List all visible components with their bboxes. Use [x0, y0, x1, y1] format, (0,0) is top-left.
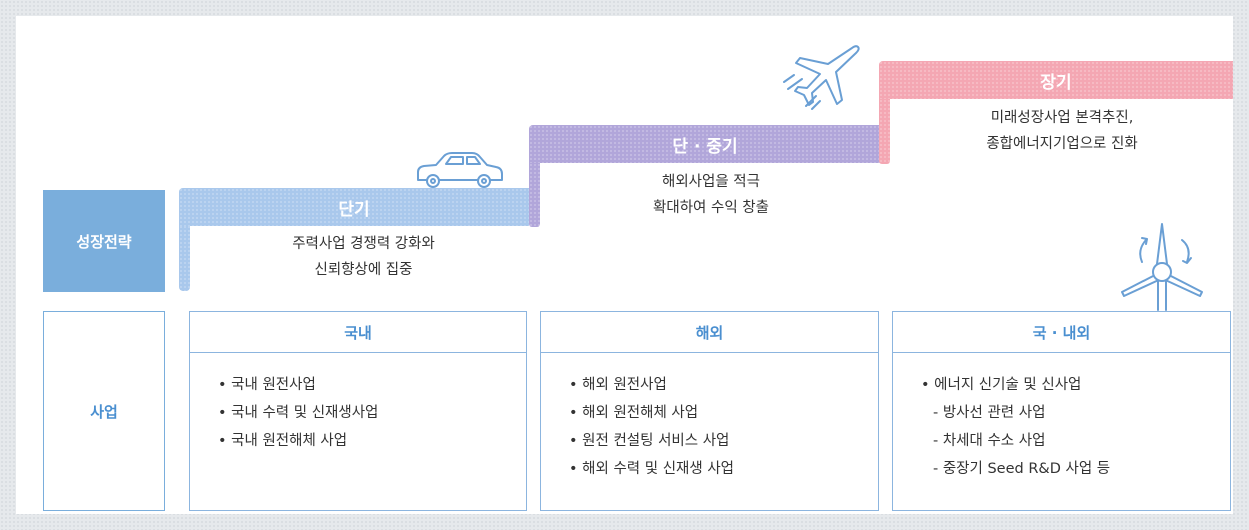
step-long-term-riser — [879, 95, 890, 164]
business-box-domestic-list: • 국내 원전사업 • 국내 수력 및 신재생사업 • 국내 원전해체 사업 — [190, 353, 526, 455]
step-mid-term-desc-line2: 확대하여 수익 창출 — [653, 200, 769, 216]
step-short-term-riser — [179, 221, 190, 291]
business-box-domestic: 국내 • 국내 원전사업 • 국내 수력 및 신재생사업 • 국내 원전해체 사… — [189, 311, 527, 511]
list-subitem: - 차세대 수소 사업 — [933, 433, 1046, 449]
business-label: 사업 — [43, 311, 165, 511]
step-mid-term-description: 해외사업을 적극 확대하여 수익 창출 — [541, 169, 881, 221]
step-long-term-desc-line2: 종합에너지기업으로 진화 — [986, 136, 1138, 152]
step-long-term-desc-line1: 미래성장사업 본격추진, — [990, 110, 1134, 126]
business-box-overseas: 해외 • 해외 원전사업 • 해외 원전해체 사업 • 원전 컨설팅 서비스 사… — [540, 311, 879, 511]
step-short-term-description: 주력사업 경쟁력 강화와 신뢰향상에 집중 — [196, 231, 531, 283]
list-item: • 국내 원전해체 사업 — [218, 433, 348, 449]
step-mid-term-title: 단 · 중기 — [529, 125, 881, 163]
business-box-overseas-list: • 해외 원전사업 • 해외 원전해체 사업 • 원전 컨설팅 서비스 사업 •… — [541, 353, 878, 483]
list-item: • 국내 수력 및 신재생사업 — [218, 405, 379, 421]
list-item: • 국내 원전사업 — [218, 377, 316, 393]
step-short-term-title: 단기 — [179, 188, 529, 226]
step-mid-term-riser — [529, 159, 540, 227]
car-icon — [417, 152, 503, 188]
list-subitem: - 방사선 관련 사업 — [933, 405, 1046, 421]
list-subitem: - 중장기 Seed R&D 사업 등 — [933, 461, 1111, 477]
growth-strategy-label: 성장전략 — [43, 190, 165, 292]
step-long-term-description: 미래성장사업 본격추진, 종합에너지기업으로 진화 — [891, 105, 1233, 157]
step-long-term-title: 장기 — [879, 61, 1233, 99]
business-box-domestic-overseas: 국 · 내외 • 에너지 신기술 및 신사업 - 방사선 관련 사업 - 차세대… — [892, 311, 1231, 511]
list-item: • 원전 컨설팅 서비스 사업 — [569, 433, 730, 449]
step-short-term-desc-line1: 주력사업 경쟁력 강화와 — [292, 236, 435, 252]
wind-turbine-icon — [1121, 223, 1203, 311]
list-item: • 해외 원전사업 — [569, 377, 667, 393]
step-mid-term-desc-line1: 해외사업을 적극 — [662, 174, 760, 190]
airplane-icon — [783, 45, 860, 110]
business-box-domestic-overseas-header: 국 · 내외 — [893, 312, 1230, 353]
list-item: • 에너지 신기술 및 신사업 — [921, 377, 1082, 393]
step-short-term-desc-line2: 신뢰향상에 집중 — [314, 262, 413, 278]
list-item: • 해외 원전해체 사업 — [569, 405, 699, 421]
strategy-panel: 성장전략 사업 단기 주력사업 경쟁력 강화와 신뢰향상에 집중 단 · 중기 … — [16, 16, 1233, 514]
list-item: • 해외 수력 및 신재생 사업 — [569, 461, 734, 477]
business-box-domestic-overseas-list: • 에너지 신기술 및 신사업 - 방사선 관련 사업 - 차세대 수소 사업 … — [893, 353, 1230, 483]
business-box-domestic-header: 국내 — [190, 312, 526, 353]
business-box-overseas-header: 해외 — [541, 312, 878, 353]
